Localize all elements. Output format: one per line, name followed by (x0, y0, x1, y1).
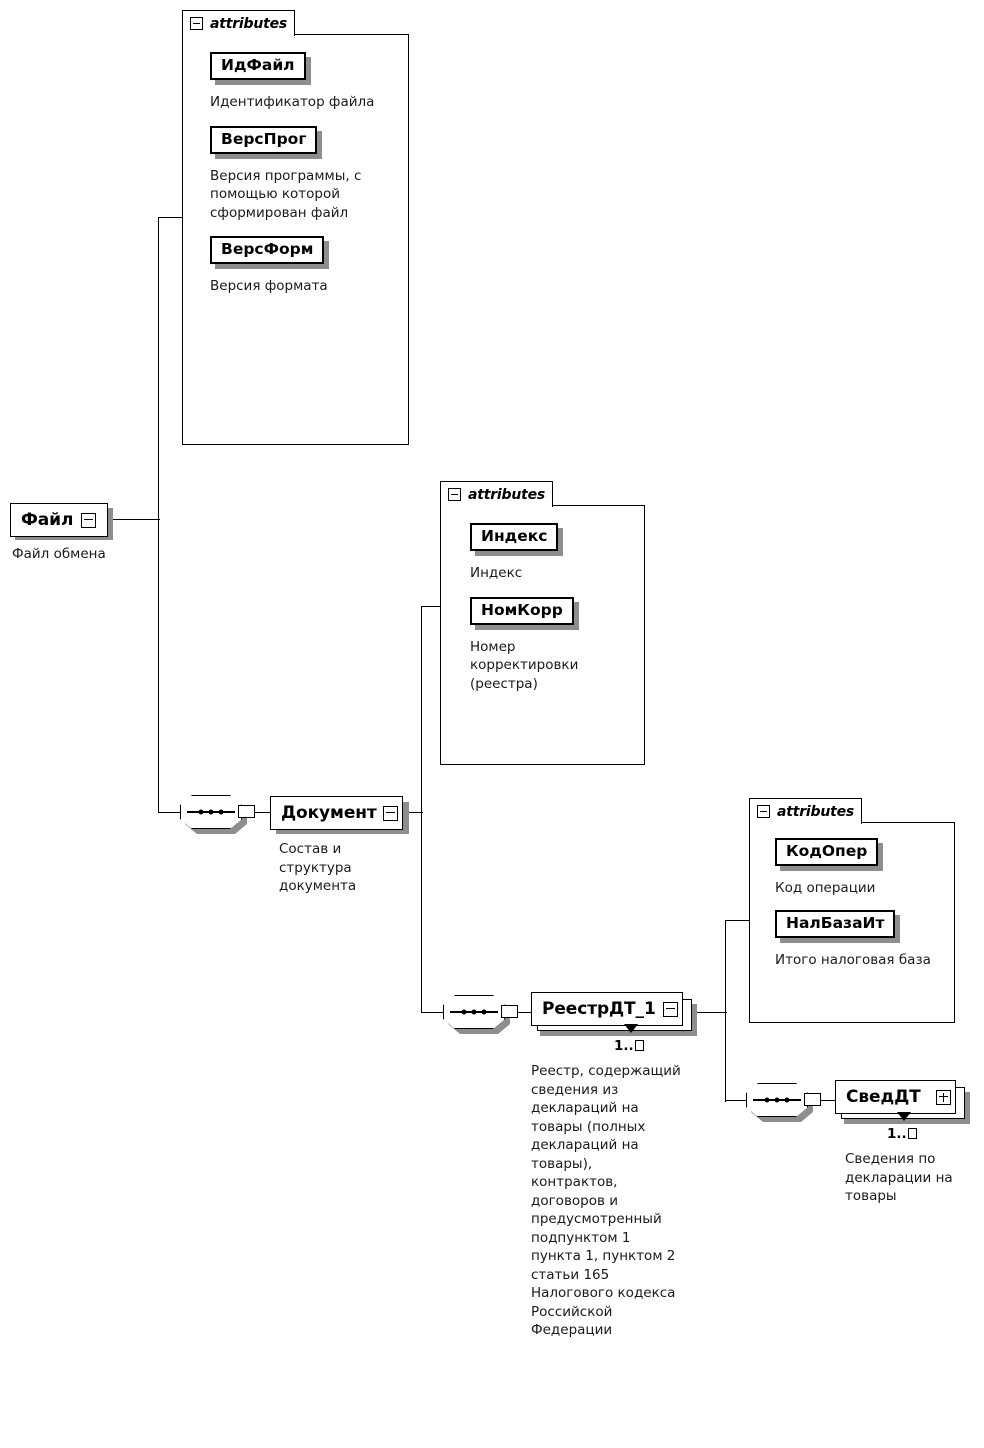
connector-line (401, 812, 423, 813)
attribute-description: Итого налоговая база (775, 951, 931, 968)
cardinality-label: 1.. (887, 1126, 917, 1142)
sequence-connector-icon[interactable] (443, 995, 510, 1034)
element-node-reestr-dt-1-box[interactable]: РеестрДТ_1 (531, 992, 683, 1026)
expand-plus-icon[interactable] (936, 1089, 951, 1105)
element-node-reestr-dt-1[interactable]: РеестрДТ_1 (531, 992, 697, 1036)
attribute-chip[interactable]: ВерсПрог (210, 125, 323, 159)
attribute-name: ИдФайл (210, 52, 306, 80)
unbounded-box-icon (634, 1040, 644, 1051)
element-node-sved-dt[interactable]: СведДТ (835, 1080, 970, 1124)
attributes-group-document-content: Индекс Индекс НомКорр Номер корректировк… (470, 523, 640, 707)
attribute-description: Индекс (470, 565, 523, 581)
sequence-dots (198, 809, 224, 815)
collapse-minus-icon[interactable] (757, 805, 770, 818)
attribute-description: Идентификатор файла (210, 94, 375, 110)
connector-line (725, 920, 751, 921)
element-node-document[interactable]: Документ (270, 796, 409, 834)
connector-stub (804, 1093, 821, 1106)
element-description: Реестр, содержащий сведения из деклараци… (531, 1063, 681, 1338)
element-description: Файл обмена (12, 546, 106, 562)
connector-line (158, 812, 182, 813)
cardinality-label: 1.. (614, 1038, 644, 1054)
attribute-chip[interactable]: НомКорр (470, 596, 579, 630)
attribute-chip[interactable]: Индекс (470, 523, 564, 556)
sequence-dots (764, 1097, 790, 1103)
collapse-minus-icon[interactable] (190, 17, 203, 30)
attribute-name: НалБазаИт (775, 909, 896, 938)
attribute-name: ВерсПрог (210, 125, 318, 154)
connector-line (158, 217, 184, 218)
connector-line (158, 217, 159, 813)
connector-line (725, 1100, 748, 1101)
attributes-group-reestr: attributes КодОпер Код операции НалБазаИ… (749, 798, 955, 1023)
attributes-header-label: attributes (210, 15, 288, 32)
attributes-group-reestr-header[interactable]: attributes (749, 798, 862, 824)
attributes-group-file: attributes ИдФайл Идентификатор файла Ве… (182, 10, 409, 445)
attribute-chip[interactable]: ВерсФорм (210, 236, 330, 269)
attribute-name: КодОпер (775, 838, 879, 866)
element-name: СведДТ (846, 1087, 921, 1107)
connector-line (517, 1012, 533, 1013)
attribute-description: Код операции (775, 880, 876, 896)
attributes-header-label: attributes (777, 803, 855, 820)
connector-line (421, 606, 422, 1013)
attributes-group-document: attributes Индекс Индекс НомКорр Номер к… (440, 481, 645, 765)
connector-line (692, 1012, 727, 1013)
element-node-file[interactable]: Файл (10, 503, 113, 540)
connector-stub (238, 805, 255, 818)
unbounded-box-icon (907, 1128, 917, 1139)
connector-line (820, 1100, 837, 1101)
connector-line (104, 519, 160, 520)
attribute-chip[interactable]: НалБазаИт (775, 909, 901, 943)
collapse-minus-icon[interactable] (81, 512, 97, 528)
connector-line (254, 812, 272, 813)
collapse-minus-icon[interactable] (448, 488, 461, 501)
attribute-name: НомКорр (470, 596, 574, 625)
sequence-dots (461, 1009, 487, 1015)
connector-stub (501, 1005, 518, 1018)
element-node-sved-dt-box[interactable]: СведДТ (835, 1080, 956, 1114)
element-name: РеестрДТ_1 (542, 999, 656, 1019)
attributes-group-file-header[interactable]: attributes (182, 10, 295, 36)
connector-line (725, 920, 726, 1102)
attributes-header-label: attributes (468, 486, 546, 503)
attributes-group-file-content: ИдФайл Идентификатор файла ВерсПрог Верс… (210, 52, 400, 310)
attribute-description: Версия программы, с помощью которой сфор… (210, 167, 362, 221)
attribute-chip[interactable]: КодОпер (775, 838, 884, 871)
element-node-file-box[interactable]: Файл (10, 503, 108, 537)
element-description: Состав и структура документа (279, 841, 357, 894)
collapse-minus-icon[interactable] (663, 1001, 678, 1017)
element-name: Файл (21, 510, 74, 530)
attributes-group-reestr-content: КодОпер Код операции НалБазаИт Итого нал… (775, 838, 950, 983)
cardinality-text: 1.. (614, 1038, 634, 1054)
attribute-name: Индекс (470, 523, 559, 551)
cardinality-arrow-icon (897, 1112, 911, 1121)
connector-line (421, 1012, 443, 1013)
sequence-connector-icon[interactable] (180, 795, 247, 834)
attribute-description: Номер корректировки (реестра) (470, 638, 579, 692)
element-node-document-box[interactable]: Документ (270, 796, 403, 830)
element-description: Сведения по декларации на товары (845, 1151, 953, 1204)
collapse-minus-icon[interactable] (383, 805, 398, 821)
connector-line (421, 606, 442, 607)
attribute-chip[interactable]: ИдФайл (210, 52, 311, 85)
cardinality-arrow-icon (624, 1024, 638, 1033)
sequence-connector-icon[interactable] (746, 1083, 813, 1122)
cardinality-text: 1.. (887, 1126, 907, 1142)
attributes-group-document-header[interactable]: attributes (440, 481, 553, 507)
attribute-name: ВерсФорм (210, 236, 325, 264)
attribute-description: Версия формата (210, 278, 328, 294)
element-name: Документ (281, 803, 377, 823)
